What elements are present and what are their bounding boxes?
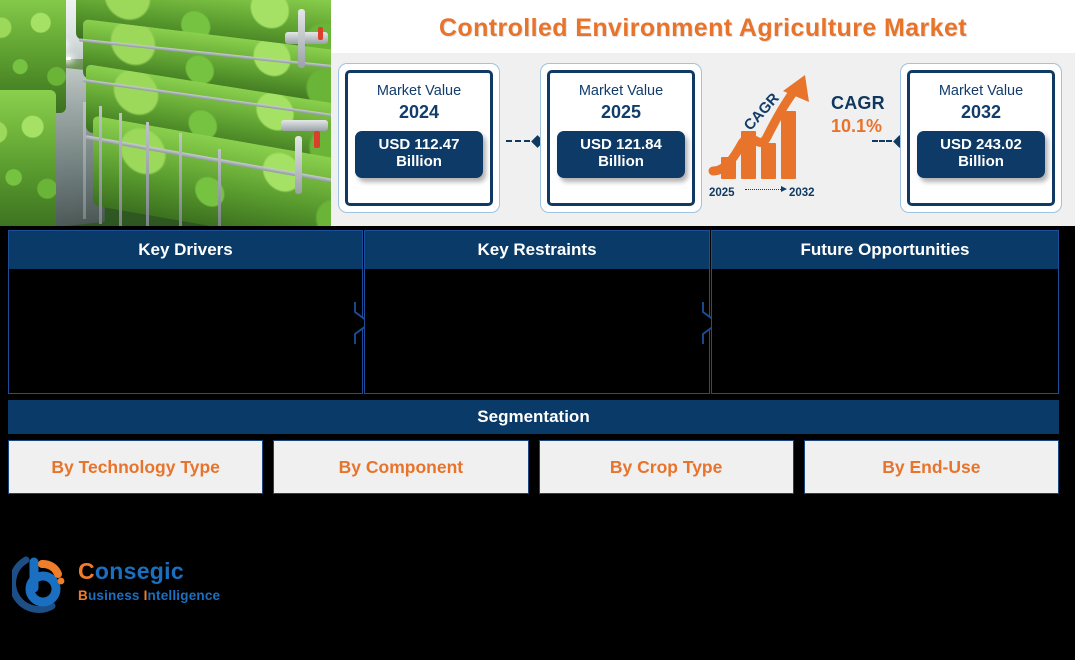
cagr-start-year: 2025 [709, 187, 735, 199]
segmentation-card-technology-type[interactable]: By Technology Type [8, 440, 264, 494]
panel-key-drivers-title: Key Drivers [9, 231, 362, 269]
logo-line-2-initial-i: I [143, 588, 148, 603]
market-value-amount-unit: Billion [396, 152, 442, 170]
page-title: Controlled Environment Agriculture Marke… [438, 14, 968, 42]
logo-line-2-intelligence: ntelligence [147, 588, 221, 603]
logo-line-2: Business Intelligence [78, 589, 220, 603]
market-value-amount-number: USD 243.02 [940, 136, 1022, 154]
valve-handle-icon [317, 27, 323, 41]
logo-line-2-initial-b: B [78, 588, 88, 603]
cagr-arrow-bars-svg: CAGR [708, 75, 809, 179]
market-value-amount: USD 112.47 Billion [355, 131, 483, 178]
panel-key-restraints-body [365, 269, 709, 393]
vertical-farming-photo [0, 0, 331, 226]
plant-row [0, 90, 57, 226]
segmentation-cards: By Technology Type By Component By Crop … [8, 440, 1059, 494]
market-value-year: 2024 [398, 101, 440, 122]
cagr-value: 10.1% [831, 116, 883, 136]
company-logo-text: Consegic Business Intelligence [78, 560, 220, 603]
market-value-amount-unit: Billion [958, 152, 1004, 170]
segmentation-card-crop-type[interactable]: By Crop Type [538, 440, 794, 494]
company-logo: Consegic Business Intelligence [9, 554, 227, 616]
shelf-post [119, 113, 123, 226]
panel-future-opportunities-body [712, 269, 1058, 393]
hero-section: Controlled Environment Agriculture Marke… [0, 0, 1075, 226]
logo-line-1-initial: C [78, 558, 95, 584]
market-value-label: Market Value [578, 83, 664, 99]
market-value-amount-number: USD 112.47 [378, 136, 460, 154]
shelf-post [178, 133, 182, 226]
hero-content: Controlled Environment Agriculture Marke… [331, 0, 1075, 226]
logo-line-1: Consegic [78, 560, 220, 583]
market-values-panel: Market Value 2024 USD 112.47 Billion Mar [331, 53, 1075, 226]
shelf-post [99, 106, 103, 224]
irrigation-pipe [297, 9, 305, 68]
cagr-block: CAGR 2025 2032 CAGR 10.1% [707, 71, 897, 213]
irrigation-pipe [284, 31, 328, 44]
connector-2024-to-2025 [506, 134, 544, 148]
segmentation-title: Segmentation [8, 400, 1059, 434]
shelf-post [218, 149, 222, 226]
segmentation-card-end-use[interactable]: By End-Use [803, 440, 1059, 494]
panel-future-opportunities: Future Opportunities [711, 230, 1059, 394]
footer-section: Consegic Business Intelligence [0, 510, 1075, 660]
panel-key-drivers-body [9, 269, 362, 393]
panel-key-restraints-title: Key Restraints [365, 231, 709, 269]
consegic-logo-mark-icon [9, 554, 74, 614]
panel-future-opportunities-title: Future Opportunities [712, 231, 1058, 269]
market-value-label: Market Value [938, 83, 1024, 99]
market-value-card-2032: Market Value 2032 USD 243.02 Billion [900, 63, 1062, 213]
market-value-amount: USD 121.84 Billion [557, 131, 685, 178]
logo-line-2-business: usiness [87, 588, 144, 603]
drivers-restraints-opportunities-section: Key Drivers Key Restraints Future Opport… [0, 226, 1075, 394]
cagr-axis-arrow-icon [745, 185, 787, 193]
market-value-amount-unit: Billion [598, 152, 644, 170]
dashed-line [506, 140, 530, 142]
segmentation-section: Segmentation By Technology Type By Compo… [8, 400, 1059, 500]
shelf-post [145, 122, 149, 226]
valve-handle-icon [314, 131, 321, 149]
panel-key-drivers: Key Drivers [8, 230, 363, 394]
irrigation-pipe [281, 119, 328, 131]
market-value-amount-number: USD 121.84 [580, 136, 662, 154]
shelf-post [82, 101, 86, 220]
logo-line-1-rest: onsegic [94, 558, 184, 584]
growth-chart-icon: CAGR 2025 2032 [707, 71, 827, 199]
dashed-line [872, 140, 892, 142]
panel-key-restraints: Key Restraints [364, 230, 710, 394]
segmentation-card-component[interactable]: By Component [273, 440, 529, 494]
market-value-card-2024: Market Value 2024 USD 112.47 Billion [338, 63, 500, 213]
cagr-title: CAGR [831, 93, 885, 113]
connector-cagr-to-2032 [872, 134, 906, 148]
market-value-amount: USD 243.02 Billion [917, 131, 1045, 178]
market-value-year: 2025 [600, 101, 642, 122]
irrigation-pipe [294, 135, 302, 195]
market-value-label: Market Value [376, 83, 462, 99]
cagr-end-year: 2032 [789, 187, 815, 199]
market-value-year: 2032 [960, 101, 1002, 122]
market-value-card-2025: Market Value 2025 USD 121.84 Billion [540, 63, 702, 213]
cagr-text: CAGR 10.1% [831, 93, 897, 137]
